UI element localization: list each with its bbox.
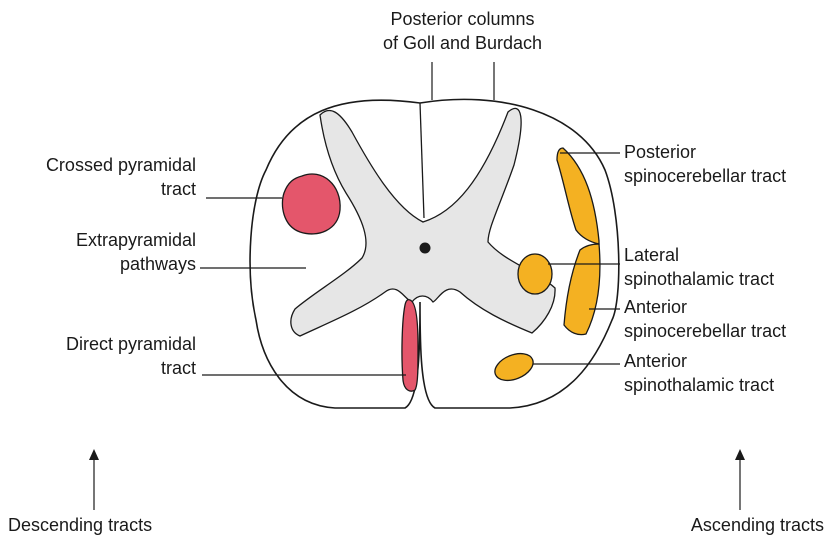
- label-posterior-columns-line1: Posterior columns: [345, 7, 580, 31]
- central-canal: [420, 243, 431, 254]
- label-anterior-spinothalamic: Anterior spinothalamic tract: [624, 349, 829, 397]
- label-descending-tracts: Descending tracts: [8, 513, 208, 537]
- label-direct-pyramidal: Direct pyramidal tract: [0, 332, 196, 380]
- ascending-arrow: [735, 449, 745, 510]
- label-crossed-pyramidal-line1: Crossed pyramidal: [0, 153, 196, 177]
- label-posterior-spinocerebellar-line2: spinocerebellar tract: [624, 164, 829, 188]
- label-posterior-columns: Posterior columns of Goll and Burdach: [345, 7, 580, 55]
- label-anterior-spinothalamic-line1: Anterior: [624, 349, 829, 373]
- label-lateral-spinothalamic-line1: Lateral: [624, 243, 829, 267]
- label-extrapyramidal: Extrapyramidal pathways: [0, 228, 196, 276]
- label-anterior-spinocerebellar-line2: spinocerebellar tract: [624, 319, 829, 343]
- label-lateral-spinothalamic-line2: spinothalamic tract: [624, 267, 829, 291]
- direct-pyramidal-tract: [402, 300, 418, 391]
- label-extrapyramidal-line2: pathways: [0, 252, 196, 276]
- label-extrapyramidal-line1: Extrapyramidal: [0, 228, 196, 252]
- label-ascending-tracts: Ascending tracts: [620, 513, 824, 537]
- label-lateral-spinothalamic: Lateral spinothalamic tract: [624, 243, 829, 291]
- label-posterior-spinocerebellar-line1: Posterior: [624, 140, 829, 164]
- label-anterior-spinocerebellar: Anterior spinocerebellar tract: [624, 295, 829, 343]
- crossed-pyramidal-tract: [282, 174, 340, 234]
- label-direct-pyramidal-line2: tract: [0, 356, 196, 380]
- label-direct-pyramidal-line1: Direct pyramidal: [0, 332, 196, 356]
- label-crossed-pyramidal: Crossed pyramidal tract: [0, 153, 196, 201]
- label-posterior-spinocerebellar: Posterior spinocerebellar tract: [624, 140, 829, 188]
- label-anterior-spinothalamic-line2: spinothalamic tract: [624, 373, 829, 397]
- label-crossed-pyramidal-line2: tract: [0, 177, 196, 201]
- label-posterior-columns-line2: of Goll and Burdach: [345, 31, 580, 55]
- descending-arrow: [89, 449, 99, 510]
- label-anterior-spinocerebellar-line1: Anterior: [624, 295, 829, 319]
- lateral-spinothalamic-tract: [518, 254, 552, 294]
